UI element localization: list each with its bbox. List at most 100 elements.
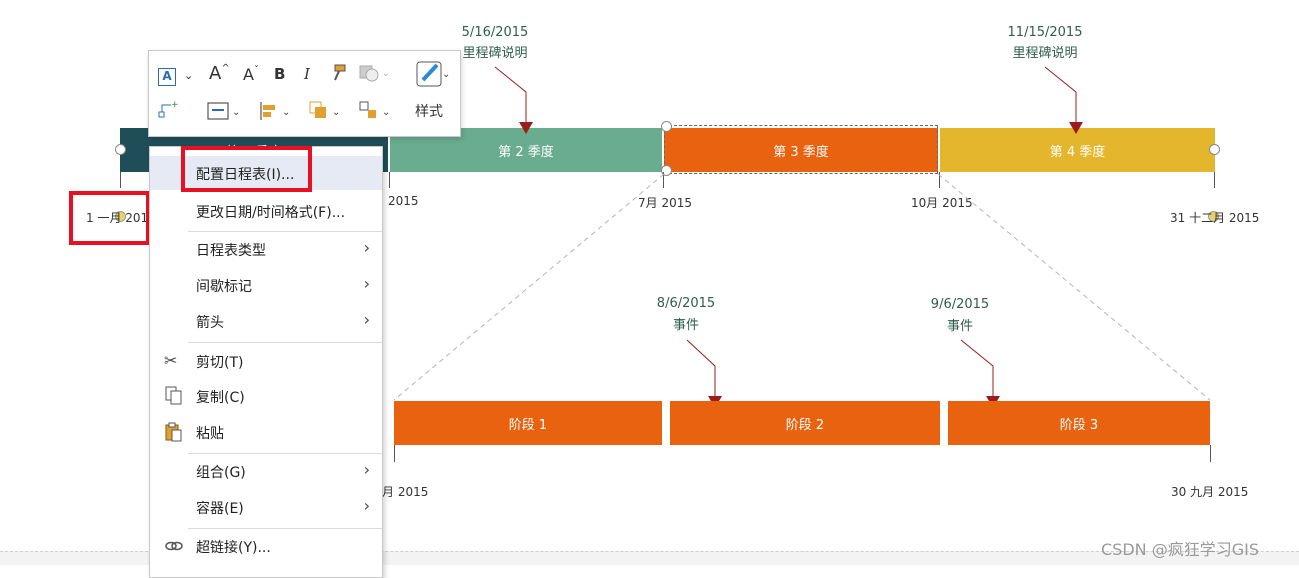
milestone-date-2: 11/15/2015 — [1007, 25, 1083, 40]
menu-item-arrow[interactable]: 箭头 › — [150, 304, 382, 338]
date-label-q4: 10月 2015 — [911, 196, 973, 210]
phase-label-1: 阶段 1 — [508, 417, 548, 433]
bring-forward-icon[interactable]: ⌄ — [309, 101, 343, 121]
tick — [389, 172, 390, 188]
phase-bar-3[interactable]: 阶段 3 — [948, 401, 1210, 445]
date-handle-start[interactable] — [115, 211, 126, 222]
menu-item-label: 超链接(Y)... — [196, 540, 271, 556]
milestone-date-1: 5/16/2015 — [461, 25, 529, 40]
bold-icon[interactable]: B — [274, 65, 286, 83]
quarter-label-2: 第 2 季度 — [498, 144, 554, 160]
svg-text:⌄: ⌄ — [382, 107, 390, 118]
menu-item-paste[interactable]: 粘贴 — [150, 415, 382, 449]
submenu-arrow-icon: › — [363, 460, 370, 479]
align-shapes-icon[interactable]: ⌄ — [259, 101, 293, 121]
style-gallery-icon[interactable]: ⌄ — [415, 60, 450, 90]
date-handle-end[interactable] — [1208, 211, 1219, 222]
menu-separator — [188, 342, 382, 343]
quarter-label-4: 第 4 季度 — [1049, 144, 1106, 160]
submenu-arrow-icon: › — [363, 310, 370, 329]
italic-icon[interactable]: I — [304, 65, 310, 83]
tick — [1210, 445, 1211, 462]
phase-date-start: 月 2015 — [382, 485, 429, 499]
decrease-font-icon[interactable]: Aˇ — [243, 65, 259, 84]
submenu-arrow-icon: › — [363, 496, 370, 515]
phase-bar-1[interactable]: 阶段 1 — [394, 401, 662, 445]
menu-item-label: 复制(C) — [196, 390, 245, 406]
svg-text:⌄: ⌄ — [282, 107, 290, 118]
date-label-start: 1 一月 2015 — [86, 211, 156, 225]
milestone-desc-1: 里程碑说明 — [462, 46, 528, 61]
svg-text:+: + — [171, 100, 178, 110]
phase-date-end: 30 九月 2015 — [1171, 485, 1249, 499]
submenu-arrow-icon: › — [363, 274, 370, 293]
menu-item-label: 粘贴 — [196, 426, 224, 442]
watermark: CSDN @疯狂学习GIS — [1101, 540, 1259, 559]
menu-item-copy[interactable]: 复制(C) — [150, 379, 382, 413]
group-icon[interactable]: ⌄ — [359, 101, 393, 121]
submenu-arrow-icon: › — [363, 238, 370, 257]
scissors-icon: ✂ — [164, 351, 178, 370]
resize-handle-bottom[interactable] — [661, 165, 672, 176]
copy-icon — [164, 386, 184, 406]
tick — [1214, 172, 1215, 188]
align-text-icon[interactable]: ⌄ — [207, 101, 241, 121]
menu-item-label: 更改日期/时间格式(F)... — [196, 205, 346, 221]
event-date-1: 8/6/2015 — [656, 296, 716, 311]
menu-item-change-date-format[interactable]: 更改日期/时间格式(F)... — [150, 194, 382, 228]
svg-text:⌄: ⌄ — [442, 69, 449, 80]
milestone-connectors — [393, 66, 1211, 408]
menu-item-container[interactable]: 容器(E) › — [150, 490, 382, 524]
connector-icon[interactable]: + — [158, 99, 179, 119]
phase-label-3: 阶段 3 — [1059, 417, 1099, 433]
menu-item-label: 箭头 — [196, 315, 224, 331]
quarter-bar-3[interactable]: 第 3 季度 — [664, 128, 938, 172]
menu-item-cut[interactable]: ✂ 剪切(T) — [150, 344, 382, 378]
selection-outline — [664, 125, 938, 174]
resize-handle-top[interactable] — [661, 121, 672, 132]
event-date-2: 9/6/2015 — [930, 297, 990, 312]
menu-item-hyperlink[interactable]: 超链接(Y)... — [150, 529, 382, 563]
quarter-bar-4[interactable]: 第 4 季度 — [940, 128, 1215, 172]
tick — [939, 172, 940, 188]
chevron-down-icon[interactable]: ⌄ — [184, 69, 194, 82]
event-desc-2: 事件 — [946, 319, 974, 334]
svg-text:⌄: ⌄ — [332, 107, 340, 118]
text-box-icon[interactable]: A — [158, 68, 176, 86]
shape-fill-icon[interactable]: ⌄ — [359, 63, 390, 83]
phase-bar-2[interactable]: 阶段 2 — [670, 401, 940, 445]
menu-item-configure-timeline[interactable]: 配置日程表(I)... — [150, 156, 382, 190]
svg-text:⌄: ⌄ — [382, 69, 389, 79]
milestone-marker-2 — [1069, 122, 1083, 134]
menu-item-group[interactable]: 组合(G) › — [150, 454, 382, 488]
menu-separator — [188, 528, 382, 529]
tick — [663, 172, 664, 188]
increase-font-icon[interactable]: A^ — [209, 63, 230, 84]
highlight-box-date — [69, 191, 150, 245]
resize-handle-right[interactable] — [1209, 144, 1220, 155]
date-label-q3: 7月 2015 — [638, 196, 692, 210]
menu-separator — [188, 231, 382, 232]
tick — [394, 445, 395, 462]
resize-handle-left[interactable] — [115, 144, 126, 155]
menu-item-timeline-type[interactable]: 日程表类型 › — [150, 232, 382, 266]
format-painter-icon[interactable] — [329, 63, 349, 83]
date-label-q2: 2015 — [388, 194, 419, 208]
highlight-box-menu — [181, 146, 312, 192]
style-label[interactable]: 样式 — [415, 104, 443, 120]
menu-item-interval-markers[interactable]: 间歇标记 › — [150, 268, 382, 302]
mini-toolbar: A ⌄ A^ Aˇ B I ⌄ ⌄ 样式 + ⌄ ⌄ ⌄ ⌄ — [148, 50, 461, 137]
menu-item-label: 间歇标记 — [196, 279, 252, 295]
date-label-end: 31 十二月 2015 — [1170, 211, 1260, 225]
menu-item-label: 剪切(T) — [196, 355, 244, 371]
event-desc-1: 事件 — [672, 318, 700, 333]
menu-item-label: 配置日程表(I)... — [196, 167, 295, 183]
menu-item-label: 容器(E) — [196, 501, 244, 517]
paste-icon — [164, 422, 184, 442]
timeline: 第 1 季度 第 2 季度 第 3 季度 第 4 季度 1 一月 2015 20… — [0, 25, 1299, 565]
phase-label-2: 阶段 2 — [785, 417, 825, 433]
svg-text:⌄: ⌄ — [232, 107, 240, 118]
quarter-label-3: 第 3 季度 — [773, 144, 829, 160]
milestone-marker-1 — [519, 122, 533, 134]
menu-separator — [188, 453, 382, 454]
